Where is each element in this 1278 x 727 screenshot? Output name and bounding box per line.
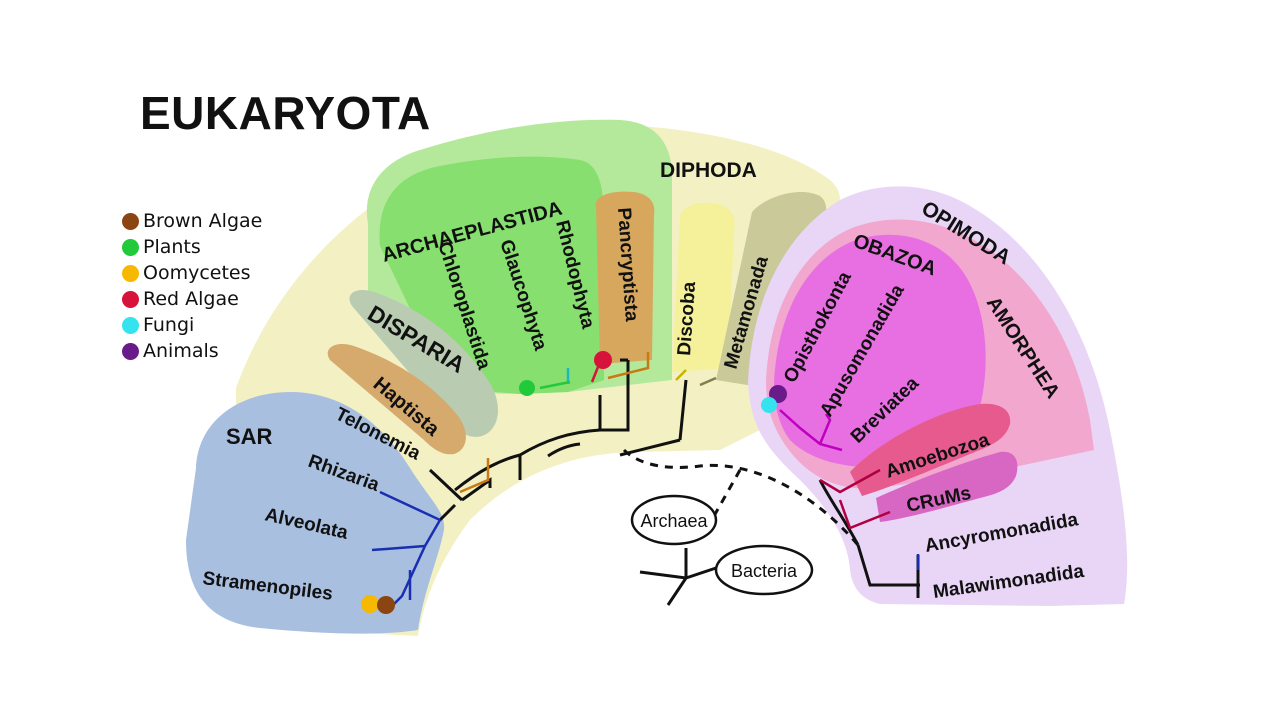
legend-label: Plants xyxy=(143,236,201,258)
group-label-sar: SAR xyxy=(226,424,273,449)
legend-label: Brown Algae xyxy=(143,210,263,232)
group-label-diphoda: DIPHODA xyxy=(660,159,757,182)
crums-region xyxy=(876,451,1018,522)
discoba-region xyxy=(672,202,735,372)
legend-label: Oomycetes xyxy=(143,262,251,284)
legend-item-plants: Plants xyxy=(122,234,262,260)
brown-algae-dot-icon xyxy=(122,212,139,230)
obazoa-region xyxy=(774,234,986,467)
archaea-dashed-line xyxy=(712,469,742,517)
legend-item-animals: Animals xyxy=(122,338,262,364)
legend-label: Red Algae xyxy=(143,288,239,310)
brown-algae-dot-icon xyxy=(377,596,395,614)
red-algae-dot-icon xyxy=(594,351,612,369)
taxon-label-archaea: Archaea xyxy=(640,511,708,531)
legend-item-brown-algae: Brown Algae xyxy=(122,208,262,234)
animals-dot-icon xyxy=(122,342,139,360)
taxon-label-discoba: Discoba xyxy=(674,281,700,357)
plants-dot-icon xyxy=(519,380,535,396)
disparia-region xyxy=(349,289,499,437)
fungi-dot-icon xyxy=(761,397,777,413)
amoebozoa-region xyxy=(850,403,1011,496)
tree-branches xyxy=(428,358,920,606)
diagram-title: EUKARYOTA xyxy=(140,87,431,139)
legend-label: Fungi xyxy=(143,314,195,336)
bacteria-oval xyxy=(714,544,814,596)
legend-item-fungi: Fungi xyxy=(122,312,262,338)
colored-branches xyxy=(371,352,920,605)
root-dashed-line xyxy=(622,448,860,546)
oomycetes-dot-icon xyxy=(122,264,139,282)
legend-item-red-algae: Red Algae xyxy=(122,286,262,312)
legend: Brown Algae Plants Oomycetes Red Algae F… xyxy=(122,208,262,364)
haptista-region xyxy=(327,343,466,455)
pancryptista-region xyxy=(595,191,655,364)
legend-label: Animals xyxy=(143,340,219,362)
legend-item-oomycetes: Oomycetes xyxy=(122,260,262,286)
plants-dot-icon xyxy=(122,238,139,256)
sar-region xyxy=(186,392,445,634)
fungi-dot-icon xyxy=(122,316,139,334)
red-algae-dot-icon xyxy=(122,290,139,308)
oomycetes-dot-icon xyxy=(361,595,379,613)
archaea-oval xyxy=(630,494,718,546)
taxon-label-bacteria: Bacteria xyxy=(731,561,798,581)
